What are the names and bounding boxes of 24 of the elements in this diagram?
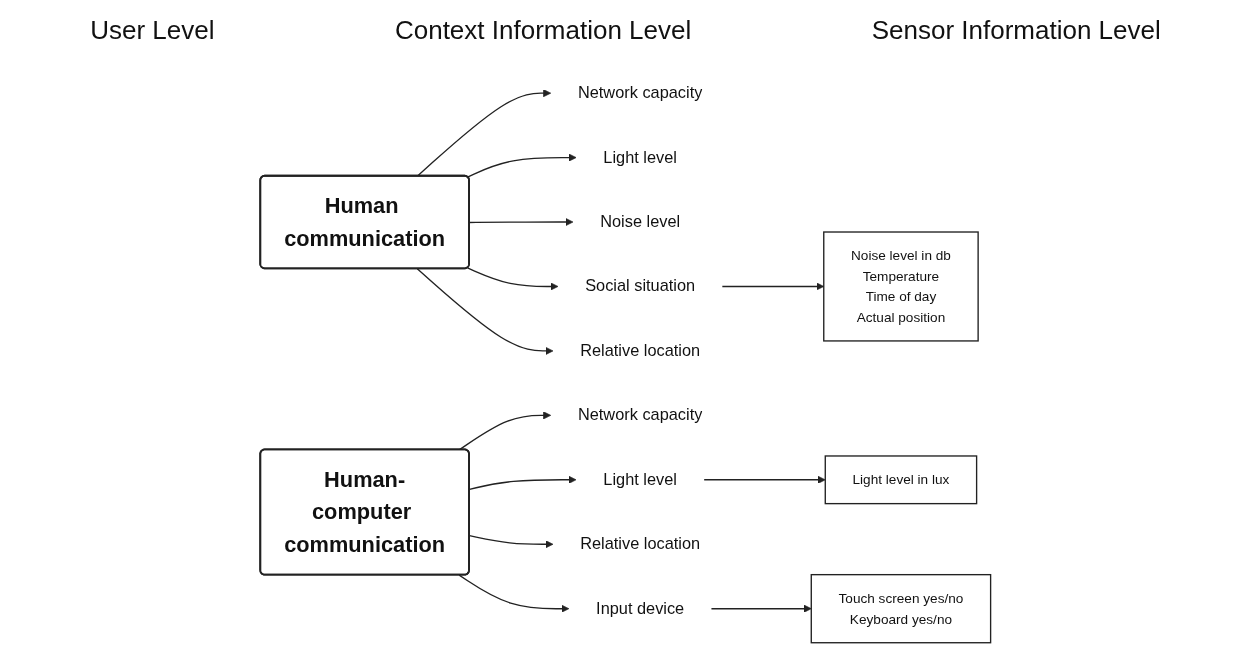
node-text: Network capacity — [578, 405, 703, 424]
arrow — [458, 574, 570, 613]
arrow — [416, 268, 554, 355]
arrow — [416, 89, 552, 177]
arrow — [458, 411, 552, 451]
column-heading: Sensor Information Level — [871, 14, 1161, 46]
node-text: Light level — [603, 148, 677, 167]
column-heading: User Level — [90, 14, 215, 46]
arrow — [710, 604, 812, 613]
node-text: Social situation — [585, 276, 696, 296]
arrow — [466, 153, 577, 178]
node-box: Noise level in db Temperature Time of day Actual position — [823, 231, 979, 342]
node-text: Input device — [596, 599, 685, 618]
node-text: Relative location — [580, 341, 701, 360]
node-box: Light level in lux — [824, 455, 978, 505]
node-text: Network capacity — [578, 83, 703, 102]
arrow — [466, 267, 559, 291]
node-text: Light level — [603, 470, 677, 489]
node-box: Touch screen yes/no Keyboard yes/no — [810, 574, 992, 644]
arrow — [721, 282, 825, 291]
column-heading: Context Information Level — [394, 14, 692, 46]
arrow — [703, 475, 826, 484]
node-text: Relative location — [580, 534, 701, 553]
node-text: Noise level — [600, 212, 681, 231]
